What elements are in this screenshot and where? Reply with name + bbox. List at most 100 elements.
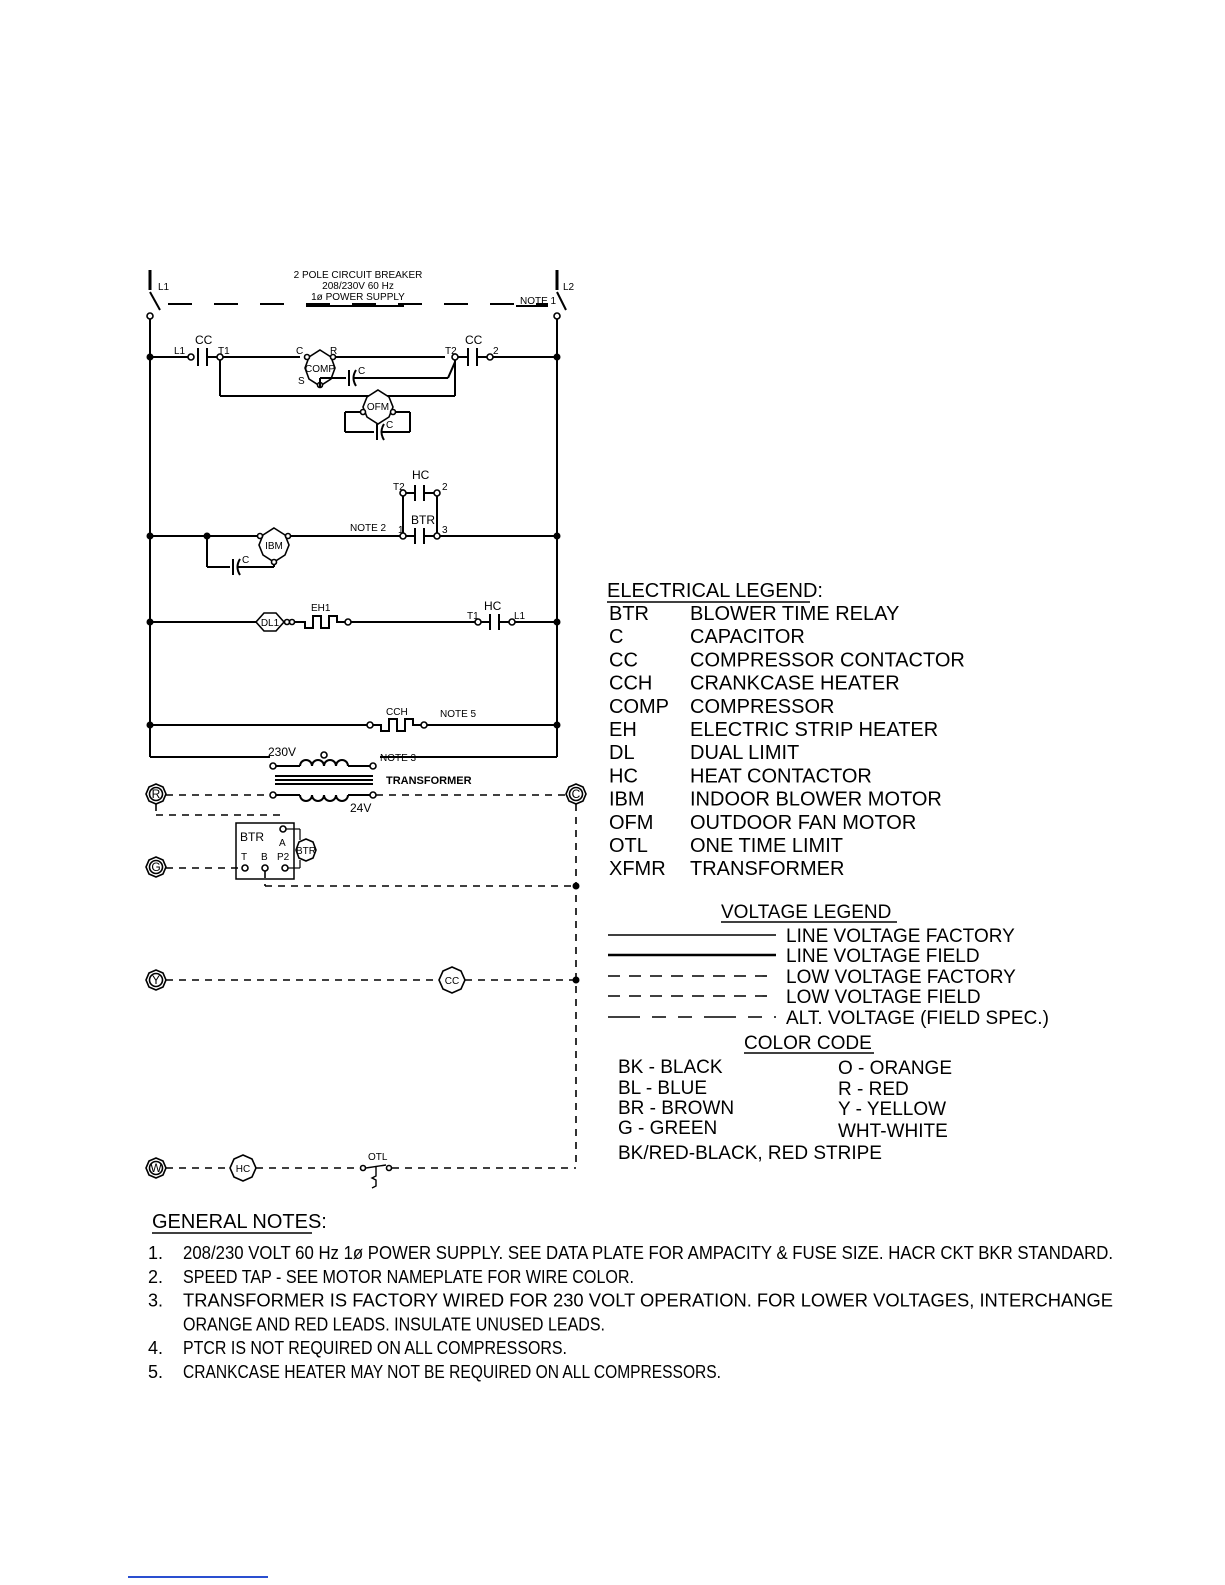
voltage-legend-item: LOW VOLTAGE FIELD <box>786 987 981 1008</box>
breaker-note: NOTE 1 <box>520 296 557 307</box>
btr-p2-label: P2 <box>277 852 290 863</box>
btr-box-label: BTR <box>240 830 264 844</box>
terminal-g-label: G <box>151 860 160 874</box>
transformer: 230V NOTE 3 TRANSFORMER 24V <box>268 745 472 815</box>
legend-code: IBM <box>609 789 645 811</box>
note5-label: NOTE 5 <box>440 709 477 720</box>
ofm-cap-label: C <box>386 420 393 431</box>
legend-description: TRANSFORMER <box>690 858 844 880</box>
legend-code: COMP <box>609 696 669 718</box>
legend-description: OUTDOOR FAN MOTOR <box>690 812 916 834</box>
btr-1-label: 1 <box>398 525 404 536</box>
heater-rung: DL1 EH1 HC T1 L1 <box>146 599 561 632</box>
otl-label: OTL <box>368 1152 388 1163</box>
comp-cap-label: C <box>358 366 365 377</box>
note-text: PTCR IS NOT REQUIRED ON ALL COMPRESSORS. <box>183 1338 567 1358</box>
crankcase-rung: CCH NOTE 5 <box>146 707 561 732</box>
btr-t-label: T <box>241 852 247 863</box>
ofm-label: OFM <box>367 402 389 413</box>
color-code-title: COLOR CODE <box>744 1033 872 1054</box>
note-number: 1. <box>148 1243 163 1263</box>
cc-l1-label: L1 <box>174 346 186 357</box>
cc-t2-label: T2 <box>445 346 457 357</box>
color-code-item: BK - BLACK <box>618 1057 723 1078</box>
note-number: 5. <box>148 1362 163 1382</box>
voltage-legend: VOLTAGE LEGEND LINE VOLTAGE FACTORY LINE… <box>608 902 1049 1029</box>
hc-coil-icon <box>229 1154 257 1182</box>
l1-label: L1 <box>158 282 170 293</box>
eh1-label: EH1 <box>311 603 331 614</box>
legend-description: HEAT CONTACTOR <box>690 765 872 787</box>
v230-label: 230V <box>268 745 296 759</box>
breaker-supply: 1ø POWER SUPPLY <box>311 292 405 303</box>
terminal-w-label: W <box>150 1161 162 1175</box>
crankcase-heater-icon <box>373 718 421 732</box>
note-text: ORANGE AND RED LEADS. INSULATE UNUSED LE… <box>183 1314 605 1334</box>
compressor-rung: CC L1 T1 COMP C R S C CC T2 2 <box>146 333 561 441</box>
legend-code: HC <box>609 765 638 787</box>
dual-limit-icon <box>254 612 286 632</box>
btr-coil-icon <box>295 838 317 862</box>
legend-code: C <box>609 626 623 648</box>
note3-label: NOTE 3 <box>380 753 417 764</box>
breaker-title: 2 POLE CIRCUIT BREAKER <box>294 270 423 281</box>
legend-description: INDOOR BLOWER MOTOR <box>690 789 942 811</box>
voltage-legend-item: LINE VOLTAGE FIELD <box>786 946 980 967</box>
bottom-link-underline <box>128 1576 268 1578</box>
legend-description: CRANKCASE HEATER <box>690 673 900 695</box>
legend-description: COMPRESSOR <box>690 696 834 718</box>
note-number: 2. <box>148 1267 163 1287</box>
ibm-cap-label: C <box>242 555 249 566</box>
legend-code: DL <box>609 742 635 764</box>
cc-coil-icon <box>438 966 466 994</box>
hc-2-label: 2 <box>442 482 448 493</box>
color-code-item: O - ORANGE <box>838 1058 952 1079</box>
dl1-label: DL1 <box>261 618 280 629</box>
btr-3-label: 3 <box>442 525 448 536</box>
legend-code: BTR <box>609 603 649 625</box>
hc-contact-label: HC <box>484 599 502 613</box>
electrical-legend-title: ELECTRICAL LEGEND: <box>607 580 823 602</box>
terminal-c-label: C <box>572 787 581 801</box>
comp-label: COMP <box>305 364 335 375</box>
v24-label: 24V <box>350 801 371 815</box>
cc-label-right: CC <box>465 333 483 347</box>
color-code-item: R - RED <box>838 1079 909 1100</box>
color-code-item: WHT-WHITE <box>838 1121 948 1142</box>
note-text: SPEED TAP - SEE MOTOR NAMEPLATE FOR WIRE… <box>183 1267 634 1287</box>
general-notes-title: GENERAL NOTES: <box>152 1211 327 1233</box>
breaker-rating: 208/230V 60 Hz <box>322 281 394 292</box>
btr-contact-label: BTR <box>411 513 435 527</box>
cc-label-left: CC <box>195 333 213 347</box>
general-notes: GENERAL NOTES: 1. 208/230 VOLT 60 Hz 1ø P… <box>148 1211 1113 1382</box>
note-text: 208/230 VOLT 60 Hz 1ø POWER SUPPLY. SEE … <box>183 1243 1113 1263</box>
color-code: COLOR CODE BK - BLACK BL - BLUE BR - BRO… <box>618 1033 952 1164</box>
comp-s-label: S <box>298 376 305 387</box>
ibm-label: IBM <box>265 541 283 552</box>
hc-t2-label: T2 <box>393 482 405 493</box>
legend-code: EH <box>609 719 637 741</box>
btr-a-label: A <box>279 838 286 849</box>
note2-label: NOTE 2 <box>350 523 387 534</box>
low-voltage-control: R C BTR A T B P2 BTR G Y <box>145 783 587 1189</box>
transformer-label: TRANSFORMER <box>386 775 472 787</box>
legend-description: BLOWER TIME RELAY <box>690 603 899 625</box>
voltage-legend-title: VOLTAGE LEGEND <box>721 902 891 923</box>
legend-code: OFM <box>609 812 653 834</box>
comp-c-label: C <box>296 346 303 357</box>
legend-description: CAPACITOR <box>690 626 805 648</box>
voltage-legend-item: ALT. VOLTAGE (FIELD SPEC.) <box>786 1008 1049 1029</box>
terminal-y-label: Y <box>152 973 160 987</box>
hc-contact-label-top: HC <box>412 468 430 482</box>
hc-t1-label: T1 <box>467 611 479 622</box>
btr-b-label: B <box>261 852 268 863</box>
legend-code: XFMR <box>609 858 666 880</box>
cc-2-label: 2 <box>493 346 499 357</box>
strip-heater-icon <box>295 615 345 629</box>
voltage-legend-item: LINE VOLTAGE FACTORY <box>786 926 1015 947</box>
cc-t1-label: T1 <box>218 346 230 357</box>
color-code-item: BL - BLUE <box>618 1078 707 1099</box>
legend-code: CC <box>609 649 638 671</box>
color-code-item: G - GREEN <box>618 1118 717 1139</box>
